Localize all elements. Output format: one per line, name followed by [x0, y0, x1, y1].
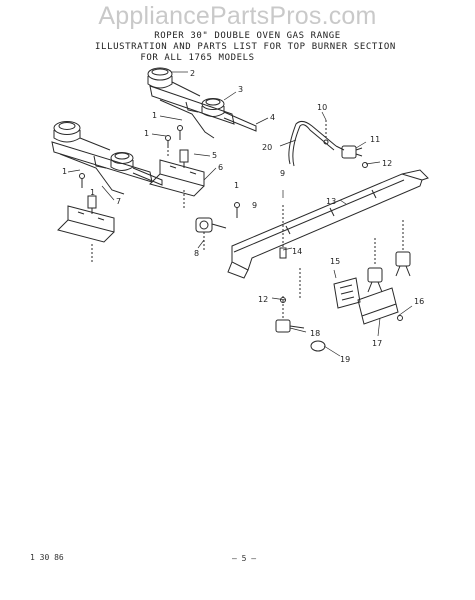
manifold-pipe — [227, 169, 429, 279]
callout-6: 6 — [218, 163, 223, 172]
callout-18: 18 — [310, 329, 320, 338]
diagram-subtitle: ILLUSTRATION AND PARTS LIST FOR TOP BURN… — [95, 42, 396, 52]
callout-10: 10 — [317, 103, 327, 112]
callout-11: 11 — [370, 135, 380, 144]
burner-bracket-left — [57, 195, 115, 262]
burner-bracket-right — [149, 149, 205, 197]
orifice-holders — [367, 220, 411, 293]
junction-block — [333, 277, 361, 309]
diagram-title: ROPER 30" DOUBLE OVEN GAS RANGE — [154, 31, 341, 41]
igniter-tube — [288, 120, 345, 167]
callout-12: 12 — [382, 159, 392, 168]
callout-1: 1 — [152, 111, 157, 120]
terminal-cover — [357, 287, 403, 325]
callout-14: 14 — [292, 247, 302, 256]
callout-4: 4 — [270, 113, 275, 122]
callout-9: 9 — [252, 201, 257, 210]
callout-17: 17 — [372, 339, 382, 348]
callout-8: 8 — [194, 249, 199, 258]
callout-20: 20 — [262, 143, 272, 152]
leader-lines — [67, 71, 413, 357]
callout-1: 1 — [62, 167, 67, 176]
callout-1: 1 — [144, 129, 149, 138]
callout-labels: 2 3 4 1 1 5 6 1 7 1 1 8 9 9 10 11 12 12 … — [62, 69, 424, 364]
callout-1: 1 — [234, 181, 239, 190]
screw — [79, 125, 240, 218]
callout-5: 5 — [212, 151, 217, 160]
watermark: AppliancePartsPros.com — [98, 2, 377, 30]
callout-15: 15 — [330, 257, 340, 266]
burner-assembly-rear — [147, 67, 257, 139]
callout-13: 13 — [326, 197, 336, 206]
spark-switch — [323, 120, 363, 159]
footer-date: 1 30 86 — [30, 553, 64, 562]
burner-assembly-front — [51, 121, 163, 195]
callout-7: 7 — [116, 197, 121, 206]
fittings — [275, 162, 368, 352]
callout-1: 1 — [90, 188, 95, 197]
callout-2: 2 — [190, 69, 195, 78]
callout-3: 3 — [238, 85, 243, 94]
page-number: – 5 – — [232, 554, 257, 563]
burner-valve — [195, 217, 227, 250]
callout-16: 16 — [414, 297, 424, 306]
callout-9: 9 — [280, 169, 285, 178]
callout-19: 19 — [340, 355, 350, 364]
callout-12: 12 — [258, 295, 268, 304]
diagram-models: FOR ALL 1765 MODELS — [140, 53, 255, 63]
